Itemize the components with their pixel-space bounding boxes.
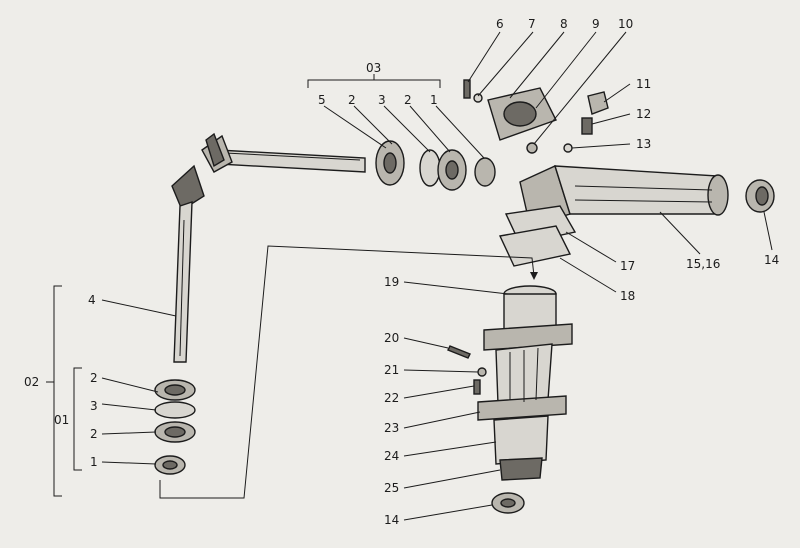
callout-6: 6 (496, 17, 504, 31)
leader-lines (46, 31, 773, 521)
callout-2-left-a: 2 (90, 371, 98, 385)
callout-23: 23 (384, 421, 399, 435)
callout-3-left: 3 (90, 399, 98, 413)
callout-5: 5 (318, 93, 326, 107)
horizontal-shaft (201, 132, 366, 173)
callout-02: 02 (24, 375, 39, 389)
housing-pins (447, 345, 487, 395)
callout-11: 11 (636, 77, 651, 91)
callout-19: 19 (384, 275, 399, 289)
callout-labels: 6 7 8 9 10 03 5 2 3 2 1 11 12 13 4 02 01… (24, 17, 779, 527)
callout-17: 17 (620, 259, 635, 273)
callout-12: 12 (636, 107, 651, 121)
vertical-housing (477, 285, 573, 481)
callout-4: 4 (88, 293, 96, 307)
callout-9: 9 (592, 17, 600, 31)
callout-2-left-b: 2 (90, 427, 98, 441)
callout-18: 18 (620, 289, 635, 303)
callout-10: 10 (618, 17, 633, 31)
callout-2-top-b: 2 (404, 93, 412, 107)
callout-2-top-a: 2 (348, 93, 356, 107)
top-bolts (463, 79, 483, 103)
callout-01: 01 (54, 413, 69, 427)
callout-3-top: 3 (378, 93, 386, 107)
callout-20: 20 (384, 331, 399, 345)
callout-24: 24 (384, 449, 399, 463)
callout-7: 7 (528, 17, 536, 31)
callout-13: 13 (636, 137, 651, 151)
callout-14-right: 14 (764, 253, 779, 267)
callout-03: 03 (366, 61, 381, 75)
right-seal-ring (745, 179, 775, 213)
gaskets (498, 205, 577, 267)
bottom-seal-ring (491, 492, 525, 514)
top-bearing-set (375, 140, 496, 191)
callout-14-bottom: 14 (384, 513, 399, 527)
callout-1-top: 1 (430, 93, 438, 107)
callout-22: 22 (384, 391, 399, 405)
callout-1-left: 1 (90, 455, 98, 469)
callout-25: 25 (384, 481, 399, 495)
callout-8: 8 (560, 17, 568, 31)
cover-plate (487, 87, 557, 141)
left-bearing-set (154, 379, 196, 475)
vertical-shaft (171, 164, 205, 363)
callout-15-16: 15,16 (686, 257, 720, 271)
callout-21: 21 (384, 363, 399, 377)
